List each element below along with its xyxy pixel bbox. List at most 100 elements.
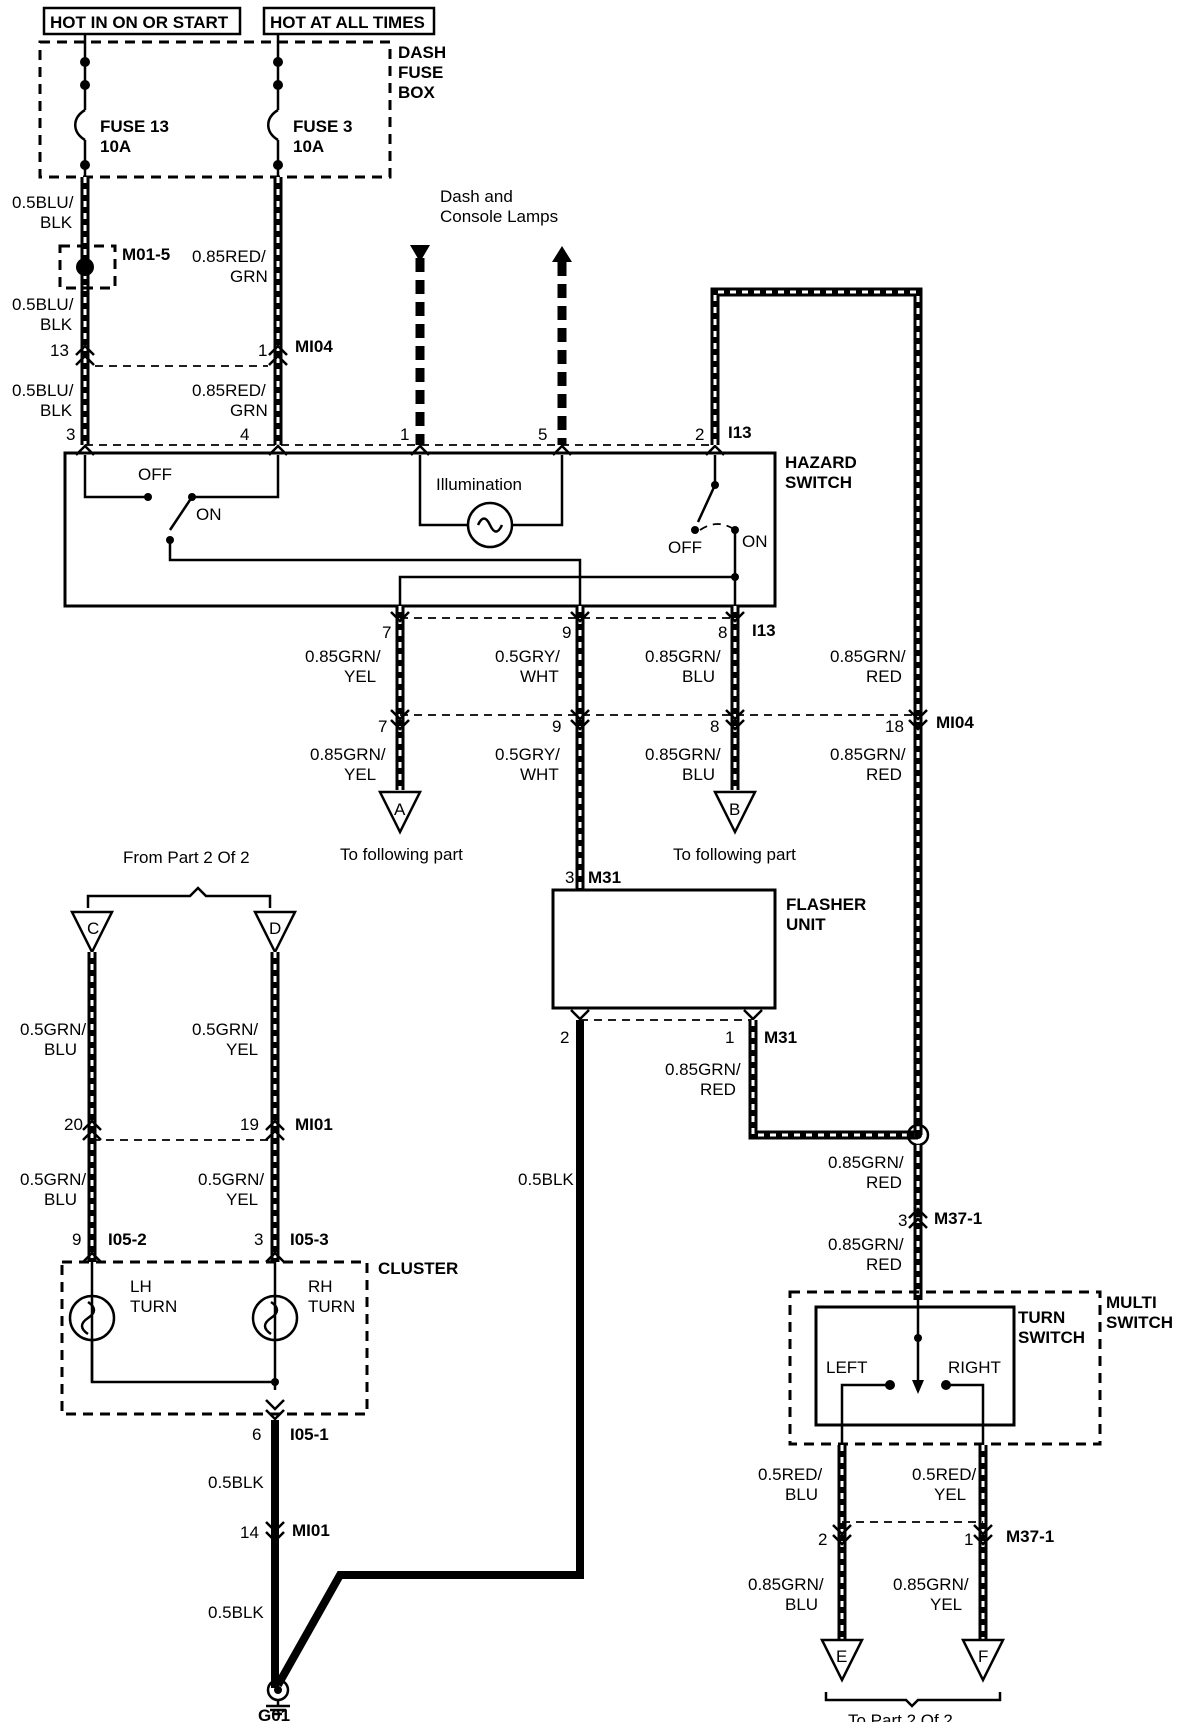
svg-text:Illumination: Illumination (436, 475, 522, 494)
svg-text:0.5BLU/: 0.5BLU/ (12, 381, 74, 400)
fuse3-icon (267, 108, 279, 142)
svg-text:D: D (269, 919, 281, 938)
svg-text:FLASHER: FLASHER (786, 895, 866, 914)
svg-text:8: 8 (718, 623, 727, 642)
svg-text:M01-5: M01-5 (122, 245, 170, 264)
svg-text:6: 6 (252, 1425, 261, 1444)
lamp-output-icon (552, 246, 572, 262)
header-hot-always-text: HOT AT ALL TIMES (270, 13, 425, 32)
svg-text:0.5GRY/: 0.5GRY/ (495, 745, 560, 764)
svg-text:MI04: MI04 (936, 713, 974, 732)
svg-text:0.5GRN/: 0.5GRN/ (20, 1020, 86, 1039)
svg-text:13: 13 (50, 341, 69, 360)
svg-text:B: B (729, 800, 740, 819)
svg-text:RED: RED (866, 1255, 902, 1274)
wire-hazard-pin2-loop: 2 I13 (695, 287, 923, 1135)
svg-text:14: 14 (240, 1523, 259, 1542)
svg-text:RED: RED (866, 667, 902, 686)
svg-text:0.85GRN/: 0.85GRN/ (645, 745, 721, 764)
multi-switch-outputs: 0.5RED/ BLU 0.5RED/ YEL 2 1 M37-1 0.85GR… (748, 1445, 1054, 1722)
svg-text:MI01: MI01 (295, 1115, 333, 1134)
svg-text:0.5GRN/: 0.5GRN/ (20, 1170, 86, 1189)
svg-text:I13: I13 (728, 423, 752, 442)
ref-d-icon (252, 910, 298, 955)
svg-text:A: A (394, 800, 406, 819)
wire-cluster-ground: 6 I05-1 0.5BLK 14 MI01 0.5BLK (208, 1420, 330, 1688)
lamp-input-icon (410, 245, 430, 262)
wire-fuse13-feed: M01-5 0.5BLU/ BLK 0.5BLU/ BLK 13 0.5BLU/… (12, 177, 170, 445)
wire-fuse3-feed: 0.85RED/ GRN 1 MI04 0.85RED/ GRN 4 (192, 177, 333, 445)
svg-text:YEL: YEL (934, 1485, 966, 1504)
svg-text:I13: I13 (752, 621, 776, 640)
ref-a: A To following part (340, 790, 463, 864)
svg-text:M37-1: M37-1 (934, 1209, 982, 1228)
svg-text:To following part: To following part (340, 845, 463, 864)
svg-text:3: 3 (254, 1230, 263, 1249)
from-part2: From Part 2 Of 2 C D (69, 848, 298, 955)
svg-text:GRN: GRN (230, 401, 268, 420)
svg-text:0.5RED/: 0.5RED/ (912, 1465, 977, 1484)
svg-text:5: 5 (538, 425, 547, 444)
svg-text:0.85GRN/: 0.85GRN/ (645, 647, 721, 666)
svg-text:3: 3 (66, 425, 75, 444)
svg-text:19: 19 (240, 1115, 259, 1134)
svg-text:0.5BLU/: 0.5BLU/ (12, 193, 74, 212)
svg-text:8: 8 (710, 717, 719, 736)
svg-text:YEL: YEL (344, 765, 376, 784)
svg-text:RED: RED (700, 1080, 736, 1099)
svg-text:9: 9 (562, 623, 571, 642)
illumination-bulb-icon (466, 501, 514, 549)
svg-text:ON: ON (742, 532, 768, 551)
svg-text:9: 9 (72, 1230, 81, 1249)
ref-e-icon (819, 1638, 865, 1683)
ref-c-icon (69, 910, 115, 955)
svg-text:2: 2 (560, 1028, 569, 1047)
svg-text:I05-1: I05-1 (290, 1425, 329, 1444)
svg-text:0.5BLK: 0.5BLK (208, 1473, 264, 1492)
svg-text:OFF: OFF (668, 538, 702, 557)
svg-text:F: F (978, 1647, 988, 1666)
svg-text:RIGHT: RIGHT (948, 1358, 1001, 1377)
svg-text:9: 9 (552, 717, 561, 736)
svg-text:I05-2: I05-2 (108, 1230, 147, 1249)
svg-text:YEL: YEL (226, 1190, 258, 1209)
svg-text:7: 7 (382, 623, 391, 642)
svg-text:BLU: BLU (44, 1190, 77, 1209)
svg-text:BOX: BOX (398, 83, 436, 102)
svg-text:TURN: TURN (308, 1297, 355, 1316)
svg-text:FUSE 13: FUSE 13 (100, 117, 169, 136)
wire-to-multi-switch: 0.85GRN/ RED 3 M37-1 0.85GRN/ RED (828, 1145, 982, 1300)
ref-a-icon (377, 790, 423, 835)
svg-text:YEL: YEL (930, 1595, 962, 1614)
svg-text:0.85GRN/: 0.85GRN/ (310, 745, 386, 764)
svg-text:SWITCH: SWITCH (1018, 1328, 1085, 1347)
svg-text:BLK: BLK (40, 401, 73, 420)
svg-text:0.5BLK: 0.5BLK (518, 1170, 574, 1189)
svg-text:1: 1 (964, 1530, 973, 1549)
svg-text:M37-1: M37-1 (1006, 1527, 1054, 1546)
svg-text:0.85GRN/: 0.85GRN/ (893, 1575, 969, 1594)
svg-text:0.85GRN/: 0.85GRN/ (830, 745, 906, 764)
ref-f-icon (960, 1638, 1006, 1683)
splice-m01-5-icon (76, 258, 94, 276)
svg-text:MULTI: MULTI (1106, 1293, 1157, 1312)
svg-text:WHT: WHT (520, 667, 559, 686)
svg-text:4: 4 (240, 425, 249, 444)
svg-text:7: 7 (378, 717, 387, 736)
turn-switch-contact-icon (912, 1380, 924, 1394)
svg-text:From Part 2 Of 2: From Part 2 Of 2 (123, 848, 250, 867)
svg-text:10A: 10A (100, 137, 131, 156)
dash-fuse-box: DASH FUSE BOX FUSE 13 10A FUSE 3 10A (38, 34, 446, 179)
svg-text:OFF: OFF (138, 465, 172, 484)
svg-text:0.85GRN/: 0.85GRN/ (830, 647, 906, 666)
hazard-switch: HAZARD SWITCH OFF ON Illumination OFF ON (63, 444, 857, 608)
svg-text:TURN: TURN (130, 1297, 177, 1316)
svg-text:2: 2 (818, 1530, 827, 1549)
svg-text:To following part: To following part (673, 845, 796, 864)
svg-text:0.5BLK: 0.5BLK (208, 1603, 264, 1622)
header-hot-on-start: HOT IN ON OR START (42, 6, 242, 36)
svg-text:TURN: TURN (1018, 1308, 1065, 1327)
svg-text:18: 18 (885, 717, 904, 736)
cluster-feeds: 0.5GRN/ BLU 0.5GRN/ YEL 20 19 MI01 0.5GR… (20, 952, 333, 1262)
svg-text:BLK: BLK (40, 315, 73, 334)
